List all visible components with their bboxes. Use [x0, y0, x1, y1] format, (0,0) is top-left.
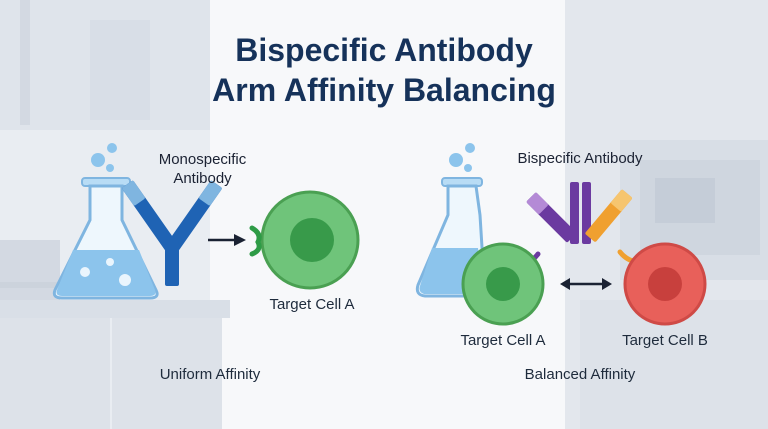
monospecific-antibody-label-line-1: Monospecific: [158, 151, 247, 168]
bispecific-antibody-icon: [517, 182, 643, 271]
bispecific-antibody-label: Bispecific Antibody: [517, 150, 643, 167]
balanced-affinity-caption: Balanced Affinity: [524, 366, 636, 383]
right-target-cell-b-label: Target Cell B: [622, 332, 708, 349]
monospecific-antibody-label: Monospecific Antibody: [140, 150, 265, 188]
monospecific-antibody-icon: [122, 180, 222, 286]
page-title: Bispecific Antibody Arm Affinity Balanci…: [0, 30, 768, 110]
target-cell-a-icon-right: [461, 242, 545, 326]
flask-icon: [52, 143, 159, 300]
uniform-affinity-caption: Uniform Affinity: [159, 366, 261, 383]
binding-arrow-icon: [208, 234, 246, 246]
target-cell-b-icon: [623, 242, 707, 326]
left-target-cell-label: Target Cell A: [269, 296, 355, 313]
target-cell-a-icon: [249, 190, 360, 290]
double-arrow-icon: [560, 278, 612, 290]
title-line-1: Bispecific Antibody: [235, 32, 533, 68]
title-line-2: Arm Affinity Balancing: [212, 72, 556, 108]
right-target-cell-a-label: Target Cell A: [460, 332, 546, 349]
monospecific-antibody-label-line-2: Antibody: [173, 170, 232, 187]
